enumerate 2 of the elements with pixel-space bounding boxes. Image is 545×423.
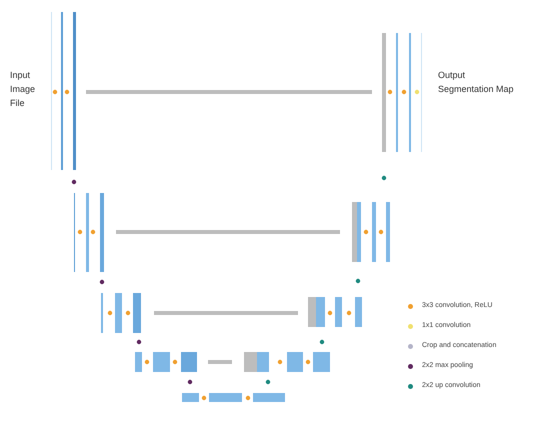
image-label: Input Image File — [10, 69, 36, 110]
image-label: Output Segmentation Map — [438, 69, 515, 96]
